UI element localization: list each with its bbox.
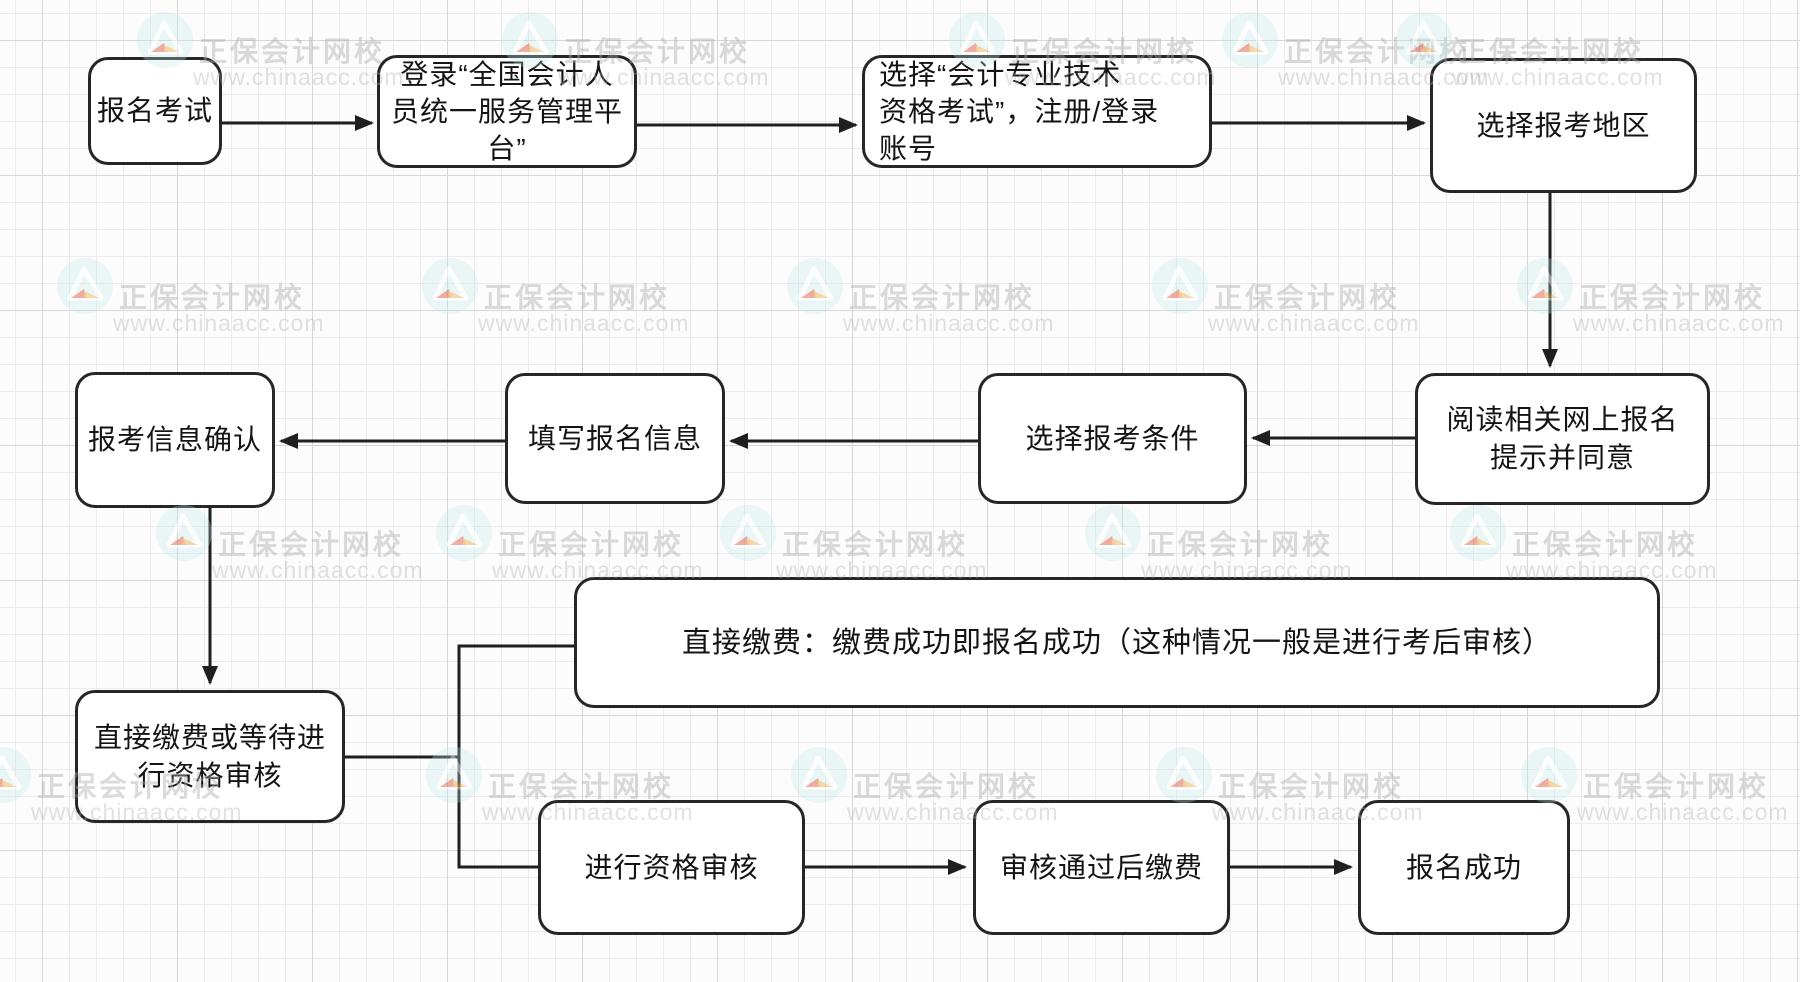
node-qualification-review: 进行资格审核 (538, 800, 805, 935)
node-pay-after-review: 审核通过后缴费 (973, 800, 1230, 935)
node-start-registration: 报名考试 (88, 57, 222, 165)
node-login-platform: 登录“全国会计人 员统一服务管理平 台” (377, 55, 637, 168)
node-select-region: 选择报考地区 (1430, 58, 1697, 193)
node-select-condition: 选择报考条件 (978, 373, 1247, 504)
node-select-exam-register: 选择“会计专业技术 资格考试”，注册/登录 账号 (862, 55, 1212, 168)
node-registration-success: 报名成功 (1358, 800, 1570, 935)
node-fill-registration-info: 填写报名信息 (505, 373, 725, 504)
node-confirm-info: 报考信息确认 (75, 372, 275, 508)
node-direct-pay-note: 直接缴费：缴费成功即报名成功（这种情况一般是进行考后审核） (574, 577, 1660, 708)
node-pay-or-wait-review: 直接缴费或等待进 行资格审核 (75, 690, 345, 823)
node-read-notice-agree: 阅读相关网上报名 提示并同意 (1415, 373, 1710, 505)
